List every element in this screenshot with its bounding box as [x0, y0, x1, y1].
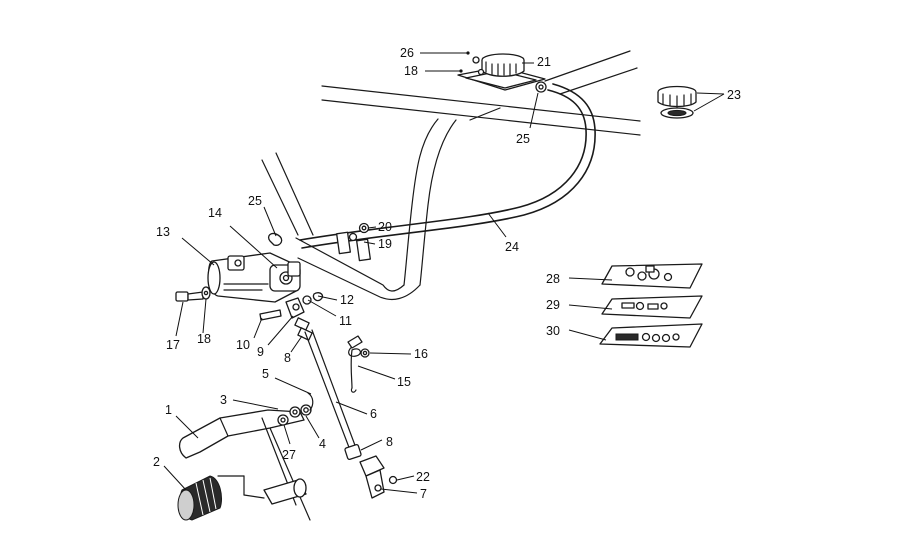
callout-23: 23: [727, 88, 741, 102]
callout-17: 17: [166, 338, 180, 352]
callout-leaders: [163, 51, 725, 494]
callout-18-bottom: 18: [197, 332, 211, 346]
callout-10: 10: [236, 338, 250, 352]
pushrod: [304, 329, 398, 499]
pivot-bushings: [277, 392, 314, 426]
callout-2: 2: [153, 455, 160, 469]
callout-15: 15: [397, 375, 411, 389]
brake-pedal: [178, 409, 311, 521]
callout-5: 5: [262, 367, 269, 381]
callout-11: 11: [339, 314, 352, 328]
callout-16: 16: [414, 347, 428, 361]
pushrod-clevis-assembly: [259, 292, 324, 341]
callout-13: 13: [156, 225, 170, 239]
callout-26: 26: [400, 46, 414, 60]
callout-24: 24: [505, 240, 519, 254]
callout-30: 30: [546, 324, 560, 338]
callout-8-upper: 8: [284, 351, 291, 365]
kit-bag-28: [601, 263, 703, 289]
callout-21: 21: [537, 55, 551, 69]
callout-22: 22: [416, 470, 430, 484]
callout-25-left: 25: [248, 194, 262, 208]
callout-14: 14: [208, 206, 222, 220]
callout-29: 29: [546, 298, 560, 312]
callout-1: 1: [165, 403, 172, 417]
callout-6: 6: [370, 407, 377, 421]
brake-fluid-reservoir: [457, 53, 546, 91]
frame-tubes: [261, 50, 641, 300]
callout-12: 12: [340, 293, 354, 307]
return-spring: [347, 335, 370, 393]
callout-8-lower: 8: [386, 435, 393, 449]
mounting-bolt-and-washer: [175, 286, 211, 302]
callout-20: 20: [378, 220, 392, 234]
kit-bag-29: [601, 295, 703, 319]
callout-27: 27: [282, 448, 296, 462]
callout-19: 19: [378, 237, 392, 251]
callout-3: 3: [220, 393, 227, 407]
callout-4: 4: [319, 437, 326, 451]
brake-hose: [267, 81, 596, 262]
callout-28: 28: [546, 272, 560, 286]
master-cylinder: [207, 252, 301, 303]
callout-9: 9: [257, 345, 264, 359]
callout-labels: 26 18 21 23 25 25 14 13 20 19 24 12 11 1…: [153, 46, 741, 501]
callout-7: 7: [420, 487, 427, 501]
callout-18-top: 18: [404, 64, 418, 78]
callout-25-top: 25: [516, 132, 530, 146]
kit-bag-30: [599, 323, 703, 348]
reservoir-cap-spare: [657, 85, 697, 119]
pedal-rubber: [177, 475, 223, 521]
